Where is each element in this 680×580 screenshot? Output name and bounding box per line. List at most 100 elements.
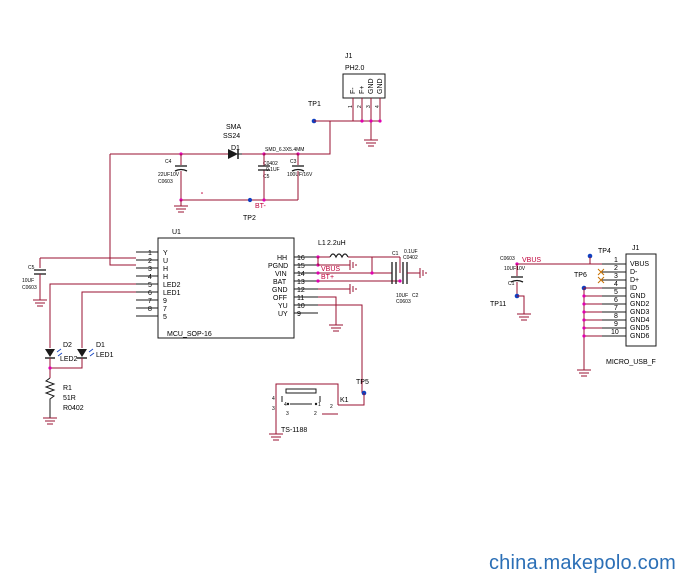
svg-text:8: 8 (614, 313, 618, 320)
svg-text:VIN: VIN (275, 271, 287, 278)
svg-text:C1: C1 (392, 251, 399, 257)
output-stage: L1 2.2uH VBUS BT+ C1 0.1UF C0402 10UF C0… (316, 240, 427, 305)
svg-text:10UF10V: 10UF10V (504, 266, 526, 272)
svg-text:GND2: GND2 (630, 301, 650, 308)
test-point-tp4: TP4 (598, 248, 611, 255)
input-stage: SMA SS24 D1 C4 22UF10V C0603 C0402 0.1UF… (110, 124, 313, 222)
svg-text:0.1UF: 0.1UF (266, 167, 280, 173)
svg-text:K1: K1 (340, 397, 349, 404)
diode-d1-symbol (228, 149, 242, 159)
svg-text:H: H (163, 274, 168, 281)
svg-text:3: 3 (148, 266, 152, 273)
j1-value: PH2.0 (345, 65, 365, 72)
svg-text:51R: 51R (63, 395, 76, 402)
svg-text:GND6: GND6 (630, 333, 650, 340)
svg-text:VBUS: VBUS (321, 266, 340, 273)
diode-d1-ref: D1 (231, 145, 240, 152)
svg-text:11: 11 (297, 295, 304, 302)
svg-text:1: 1 (348, 105, 354, 108)
svg-text:J1: J1 (632, 245, 640, 252)
svg-text:UY: UY (278, 311, 288, 318)
svg-text:SMD_6.3X5.4MM: SMD_6.3X5.4MM (265, 147, 304, 153)
connector-j1-ph20: J1 PH2.0 F- F+ GND GND 1 2 3 4 (330, 53, 386, 147)
svg-text:D1: D1 (96, 342, 105, 349)
svg-text:4: 4 (614, 281, 618, 288)
svg-text:3: 3 (366, 105, 372, 108)
led-indicators: D2 LED2 D1 LED1 R1 51R R0402 (43, 283, 136, 425)
j1-pin-f-minus: F- (350, 87, 357, 94)
svg-text:10: 10 (611, 329, 619, 336)
svg-text:8: 8 (148, 306, 152, 313)
svg-text:100UF/16V: 100UF/16V (287, 172, 313, 178)
svg-text:C0603: C0603 (500, 256, 515, 262)
svg-text:C0603: C0603 (22, 285, 37, 291)
switch-part: TS-1188 (281, 427, 307, 434)
svg-text:2: 2 (314, 411, 317, 417)
svg-text:5: 5 (163, 314, 167, 321)
svg-text:PGND: PGND (268, 263, 288, 270)
svg-text:10: 10 (297, 303, 305, 310)
test-point-tp5: TP5 (356, 379, 369, 386)
svg-text:6: 6 (148, 290, 152, 297)
svg-text:LED2: LED2 (60, 356, 78, 363)
svg-text:2: 2 (614, 265, 618, 272)
svg-text:7: 7 (163, 306, 167, 313)
svg-text:SMA: SMA (226, 124, 242, 131)
svg-text:D2: D2 (63, 342, 72, 349)
j1-ref: J1 (345, 53, 353, 60)
svg-text:7: 7 (614, 305, 618, 312)
svg-text:4: 4 (148, 274, 152, 281)
svg-text:GND5: GND5 (630, 325, 650, 332)
svg-text:GND3: GND3 (630, 309, 650, 316)
svg-text:10UF: 10UF (396, 293, 408, 299)
j1-pin-gnd-b: GND (377, 78, 384, 94)
svg-text:2: 2 (148, 258, 152, 265)
svg-text:7: 7 (148, 298, 152, 305)
test-point-tp6: TP6 (574, 272, 587, 279)
svg-text:C2: C2 (412, 293, 419, 299)
svg-text:BAT: BAT (273, 279, 287, 286)
svg-text:1: 1 (318, 402, 321, 408)
svg-text:SS24: SS24 (223, 133, 240, 140)
svg-text:9: 9 (297, 311, 301, 318)
svg-text:2: 2 (330, 404, 333, 410)
svg-text:U1: U1 (172, 229, 181, 236)
svg-text:GND: GND (630, 293, 646, 300)
svg-text:4: 4 (272, 396, 275, 402)
ground-symbol (364, 138, 378, 147)
svg-text:R0402: R0402 (63, 405, 84, 412)
svg-text:4: 4 (284, 402, 287, 408)
svg-text:22UF10V: 22UF10V (158, 172, 180, 178)
svg-text:R1: R1 (63, 385, 72, 392)
svg-text:U: U (163, 258, 168, 265)
svg-text:15: 15 (297, 263, 305, 270)
watermark-text: china.makepolo.com (488, 552, 676, 574)
svg-text:12: 12 (297, 287, 305, 294)
circuit-schematic: J1 PH2.0 F- F+ GND GND 1 2 3 4 TP1 SMA S… (22, 53, 657, 441)
svg-text:3: 3 (286, 411, 289, 417)
svg-text:1: 1 (148, 250, 152, 257)
svg-text:9: 9 (163, 298, 167, 305)
svg-text:Y: Y (163, 250, 168, 257)
svg-text:5: 5 (614, 289, 618, 296)
micro-usb-section: C0603 VBUS TP4 10UF10V C1 TP11 J1 (490, 245, 657, 377)
svg-text:H: H (163, 266, 168, 273)
led-d1-symbol (77, 348, 95, 359)
svg-text:BT+: BT+ (321, 274, 334, 281)
svg-text:D+: D+ (630, 277, 639, 284)
test-point-tp2: TP2 (243, 215, 256, 222)
svg-text:ID: ID (630, 285, 637, 292)
svg-text:0.1UF: 0.1UF (404, 249, 418, 255)
svg-text:LED1: LED1 (96, 352, 114, 359)
svg-text:D-: D- (630, 269, 638, 276)
svg-text:C0603: C0603 (396, 299, 411, 305)
connector-usb-part: MICRO_USB_F (606, 359, 656, 366)
svg-text:YU: YU (278, 303, 288, 310)
svg-text:L1: L1 (318, 240, 326, 247)
test-point-tp11: TP11 (490, 301, 506, 308)
svg-text:4: 4 (375, 105, 381, 108)
svg-text:10UF: 10UF (22, 278, 34, 284)
switch-k1: TP5 K1 4 4 3 2 1 3 2 TS-1188 (269, 379, 369, 441)
svg-text:GND: GND (272, 287, 288, 294)
svg-text:5: 5 (148, 282, 152, 289)
